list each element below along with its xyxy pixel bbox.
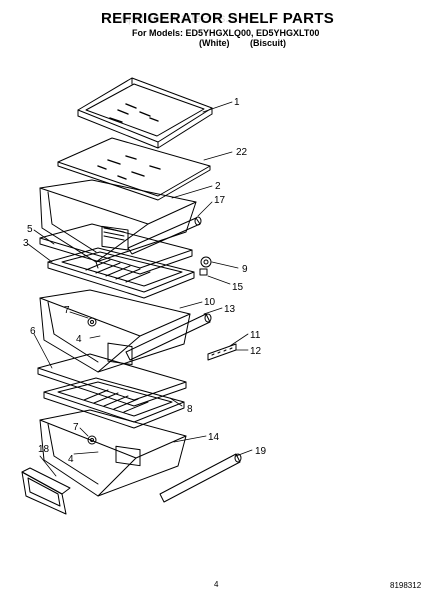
callout-1: 1 (234, 97, 240, 108)
leader-lines (27, 101, 253, 477)
part-5-cover-glass (39, 223, 193, 275)
callout-18: 18 (38, 444, 50, 455)
part-9-roller (199, 256, 212, 276)
part-10-lower-crisper (39, 289, 191, 373)
part-19-rod (159, 453, 242, 503)
part-13-rod (125, 313, 212, 361)
callout-13: 13 (224, 304, 236, 315)
callout-6: 6 (30, 326, 36, 337)
callout-9: 9 (242, 264, 248, 275)
callout-7: 7 (64, 305, 70, 316)
part-3-frame (47, 247, 195, 299)
variant-white: (White) (199, 38, 230, 48)
callout-10: 10 (204, 297, 216, 308)
part-14-bottom-drawer (39, 409, 187, 497)
page-number: 4 (214, 580, 219, 589)
models-line: For Models: ED5YHGXLQ00, ED5YHGXLT00 (132, 28, 320, 38)
callout-8: 8 (187, 404, 193, 415)
callout-17: 17 (214, 195, 226, 206)
part-11-slide (207, 343, 237, 361)
callout-7: 7 (73, 422, 79, 433)
part-6-cover-glass (37, 353, 187, 407)
part-8-frame (43, 377, 185, 429)
callout-4: 4 (68, 454, 74, 465)
part-18-label (21, 467, 71, 515)
callout-12: 12 (250, 346, 262, 357)
callout-11: 11 (250, 330, 261, 341)
watermark: AppliancePartsPros.com (120, 11, 252, 25)
callout-4: 4 (76, 334, 82, 345)
callout-2: 2 (215, 181, 221, 192)
part-2-upper-crisper (39, 179, 197, 269)
callout-5: 5 (27, 224, 33, 235)
variant-biscuit: (Biscuit) (250, 38, 286, 48)
callout-14: 14 (208, 432, 220, 443)
part-17-rod (127, 216, 202, 255)
callout-19: 19 (255, 446, 267, 457)
callout-3: 3 (23, 238, 29, 249)
page-title: REFRIGERATOR SHELF PARTS (100, 10, 335, 27)
part-22-glass-plate (57, 137, 211, 201)
document-number: 8198312 (390, 581, 422, 590)
callout-22: 22 (236, 147, 248, 158)
callout-15: 15 (232, 282, 244, 293)
part-1-glass-shelf (77, 77, 213, 149)
